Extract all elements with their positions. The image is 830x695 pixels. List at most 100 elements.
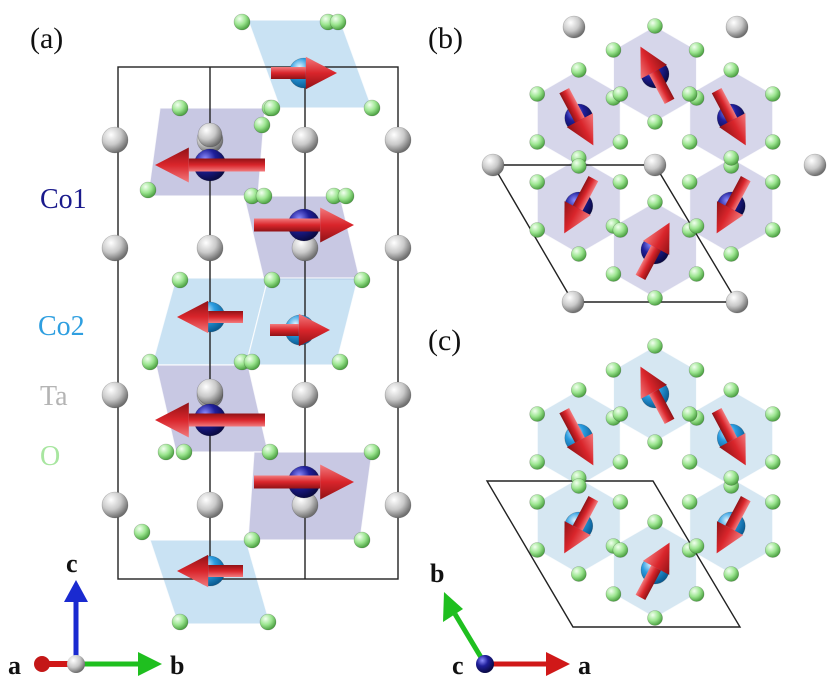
oxygen-atom (764, 454, 781, 470)
ta-atom (101, 381, 129, 409)
spin-arrow-head (177, 300, 209, 334)
spin-arrow (640, 366, 675, 424)
spin-arrow-shaft (725, 496, 751, 531)
oxygen-atom (529, 454, 546, 470)
spin-arrow (559, 88, 594, 146)
oxygen-atom (570, 62, 587, 78)
spin-arrow-shaft (711, 408, 738, 443)
oxygen-atom (605, 42, 622, 58)
oxygen-atom (647, 338, 663, 354)
oxygen-atom (363, 99, 381, 117)
oxygen-atom (253, 116, 271, 134)
axis-label-a-left: a (8, 651, 21, 680)
oxygen-atom (612, 174, 629, 190)
oxygen-atom (681, 86, 698, 102)
spin-arrow-head (177, 554, 209, 588)
oxygen-atom (243, 531, 261, 549)
ta-atom (643, 153, 667, 177)
oxygen-atom (681, 134, 698, 150)
spin-arrow-shaft (254, 218, 321, 232)
spin-arrow (271, 56, 337, 90)
ta-atom (384, 491, 412, 519)
oxygen-atom (157, 443, 175, 461)
spin-arrow (155, 402, 265, 438)
oxygen-atom (681, 406, 698, 422)
oxygen-atom (529, 86, 546, 102)
oxygen-atom (331, 353, 349, 371)
oxygen-atom (764, 174, 781, 190)
oxygen-atom (612, 86, 629, 102)
ta-atom (197, 122, 223, 148)
oxygen-atom (647, 290, 663, 306)
spin-arrow-shaft (572, 176, 599, 211)
oxygen-atom (647, 194, 663, 210)
spin-arrow-shaft (559, 408, 585, 443)
spin-arrow (270, 313, 330, 347)
oxygen-atom (688, 266, 705, 282)
spin-arrow (711, 88, 746, 146)
oxygen-atom (764, 542, 781, 558)
spin-arrow-shaft (254, 475, 321, 489)
oxygen-atom (681, 174, 698, 190)
panel-label-b: (b) (428, 22, 463, 55)
axis-label-c-right: c (452, 651, 464, 680)
ta-atom (725, 15, 749, 39)
spin-arrow-shaft (635, 245, 661, 280)
spin-arrow-shaft (208, 565, 243, 577)
legend: Co1 Co2 Ta O (38, 184, 87, 472)
ta-atom (291, 126, 319, 154)
oxygen-atom (263, 99, 281, 117)
oxygen-atom (353, 271, 371, 289)
spin-arrow (716, 176, 751, 234)
panel-b-structure (481, 15, 827, 314)
ta-atom (101, 491, 129, 519)
oxygen-atom (529, 134, 546, 150)
oxygen-atom (233, 13, 251, 31)
spin-arrow (640, 46, 675, 104)
legend-ta: Ta (40, 381, 68, 412)
spin-arrow-head (643, 222, 670, 255)
spin-arrow-head (643, 542, 670, 575)
oxygen-atom (570, 382, 587, 398)
spin-arrow-head (640, 46, 667, 79)
oxygen-atom (337, 187, 355, 205)
panel-a-atoms (101, 13, 412, 631)
oxygen-atom (688, 538, 705, 554)
oxygen-atom (612, 454, 629, 470)
spin-arrow-head (566, 113, 594, 146)
oxygen-atom (171, 99, 189, 117)
spin-arrow-head (320, 464, 354, 500)
oxygen-atom (529, 174, 546, 190)
legend-co2: Co2 (38, 311, 85, 342)
panel-b-atoms (481, 15, 827, 314)
oxygen-atom (688, 362, 705, 378)
spin-arrow-shaft (649, 389, 675, 424)
spin-arrow (635, 542, 670, 600)
spin-arrow-head (719, 433, 746, 466)
ta-atom (196, 378, 224, 406)
oxygen-atom (329, 13, 347, 31)
oxygen-atom (688, 586, 705, 602)
oxygen-atom (529, 222, 546, 238)
oxygen-atom (263, 271, 281, 289)
oxygen-atom (255, 187, 273, 205)
oxygen-atom (529, 542, 546, 558)
oxygen-atom (529, 494, 546, 510)
oxygen-atom (764, 406, 781, 422)
oxygen-atom (681, 454, 698, 470)
oxygen-atom (612, 134, 629, 150)
axis-c-arrowhead (64, 580, 88, 602)
oxygen-atom (529, 406, 546, 422)
axes-right: b c a (430, 559, 591, 680)
ta-atom (291, 381, 319, 409)
ta-atom (725, 290, 749, 314)
oxygen-atom (764, 222, 781, 238)
oxygen-atom (171, 613, 189, 631)
oxygen-atom (133, 523, 151, 541)
spin-arrow (155, 147, 265, 183)
spin-arrow-head (640, 366, 667, 399)
spin-arrow-shaft (188, 158, 265, 172)
oxygen-atom (243, 353, 261, 371)
axis-a-arrowhead (34, 656, 50, 672)
